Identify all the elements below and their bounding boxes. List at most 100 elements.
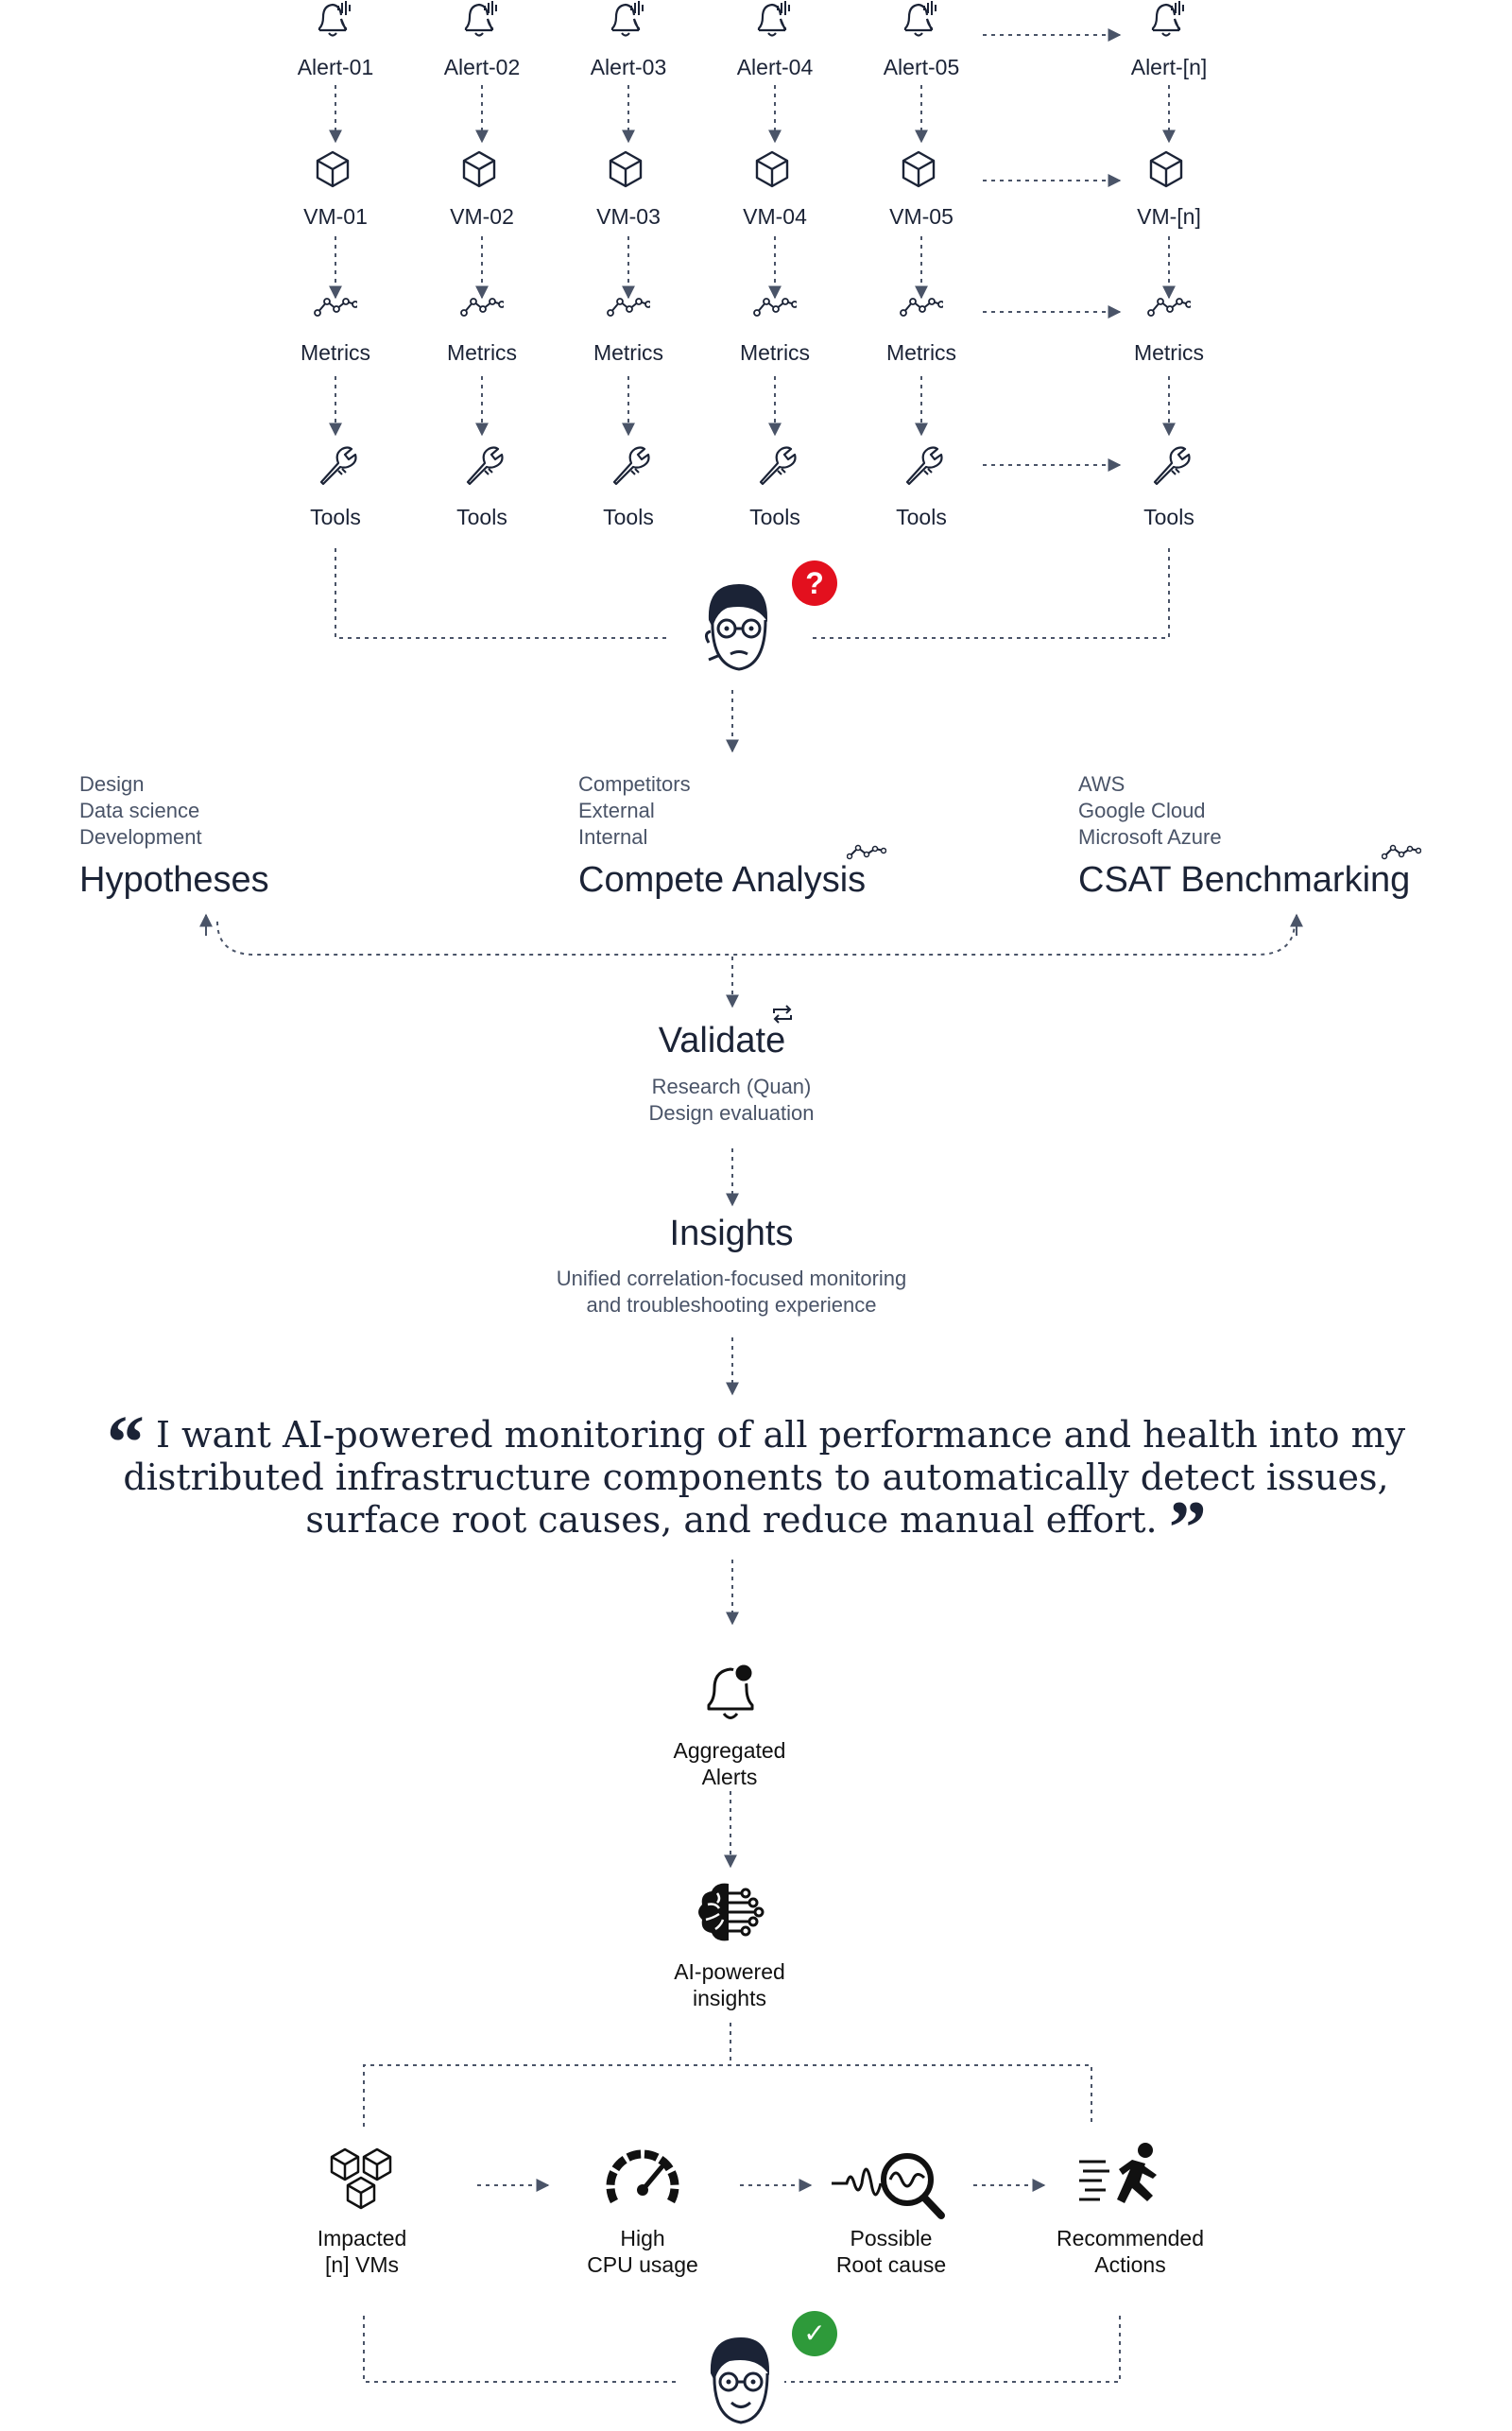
metrics-label: Metrics — [446, 340, 518, 365]
sparkline-icon — [900, 298, 943, 317]
vm-label: VM-04 — [743, 204, 807, 229]
validate-line: Design evaluation — [648, 1101, 815, 1125]
tools-label: Tools — [603, 505, 654, 529]
validate-lines: Research (Quan) Design evaluation — [0, 1074, 1463, 1127]
confused-face-icon — [704, 584, 767, 671]
step-line: Actions — [1094, 2252, 1166, 2277]
vm-label: VM-[n] — [1137, 204, 1201, 229]
persona-confused — [699, 575, 775, 679]
check-badge: ✓ — [792, 2311, 837, 2356]
tools-label: Tools — [896, 505, 947, 529]
wrench-icon — [612, 446, 650, 486]
cube-icon — [1149, 150, 1183, 188]
vm-label: VM-05 — [889, 204, 954, 229]
csat-item: Microsoft Azure — [1078, 825, 1222, 849]
question-badge: ? — [792, 560, 837, 606]
hypotheses-items: Design Data science Development — [79, 771, 202, 851]
wrench-icon — [1153, 446, 1191, 486]
running-person-icon — [1079, 2143, 1157, 2203]
step-line: Impacted — [317, 2226, 407, 2250]
wrench-icon — [319, 446, 357, 486]
sparkline-icon — [753, 298, 797, 317]
question-mark: ? — [805, 566, 824, 600]
aggregated-alerts-label: Aggregated Alerts — [0, 1737, 1459, 1790]
step-impacted-label: Impacted [n] VMs — [267, 2225, 456, 2278]
user-quote: “ I want AI-powered monitoring of all pe… — [104, 1405, 1408, 1566]
bell-icon — [757, 1, 790, 37]
open-quote-mark: “ — [106, 1402, 145, 1485]
step-line: Possible — [850, 2226, 933, 2250]
alert-label: Alert-[n] — [1130, 55, 1208, 79]
bell-icon — [1151, 1, 1184, 37]
step-line: High — [620, 2226, 665, 2250]
step-line: Recommended — [1057, 2226, 1204, 2250]
close-quote-mark: ” — [1168, 1487, 1207, 1570]
bell-icon — [903, 1, 936, 37]
vm-label: VM-02 — [450, 204, 514, 229]
quote-text: I want AI-powered monitoring of all perf… — [123, 1414, 1406, 1541]
cube-icon — [316, 150, 350, 188]
metrics-label: Metrics — [593, 340, 664, 365]
compete-item: Competitors — [578, 772, 691, 796]
ai-line: insights — [693, 1986, 766, 2010]
ai-line: AI-powered — [674, 1959, 785, 1984]
aggregated-line: Alerts — [701, 1765, 758, 1789]
happy-face-icon — [710, 2337, 769, 2424]
cube-icon — [462, 150, 496, 188]
alert-label: Alert-03 — [590, 55, 667, 79]
cube-icon — [755, 150, 789, 188]
cube-icon — [609, 150, 643, 188]
tools-label: Tools — [456, 505, 507, 529]
hypotheses-title: Hypotheses — [79, 860, 269, 900]
cube-icon — [902, 150, 936, 188]
step-line: Root cause — [835, 2252, 947, 2277]
loop-icon — [773, 1005, 792, 1024]
bell-icon — [318, 1, 351, 37]
compete-items: Competitors External Internal — [578, 771, 691, 851]
sparkline-icon — [607, 298, 650, 317]
sparkline-icon — [1382, 844, 1421, 860]
cubes-icon — [330, 2147, 392, 2210]
insights-lines: Unified correlation-focused monitoring a… — [0, 1266, 1463, 1319]
compete-item: Internal — [578, 825, 648, 849]
csat-item: Google Cloud — [1078, 799, 1206, 822]
alert-label: Alert-01 — [297, 55, 374, 79]
wrench-icon — [466, 446, 504, 486]
wrench-icon — [905, 446, 943, 486]
step-actions-label: Recommended Actions — [1036, 2225, 1225, 2278]
ai-brain-icon — [698, 1883, 765, 1941]
metrics-label: Metrics — [739, 340, 811, 365]
compete-title: Compete Analysis — [578, 860, 867, 900]
insights-line: and troubleshooting experience — [586, 1293, 877, 1317]
bell-icon — [464, 1, 497, 37]
insights-title: Insights — [669, 1214, 794, 1253]
insights-line: Unified correlation-focused monitoring — [556, 1267, 907, 1290]
tools-label: Tools — [310, 505, 361, 529]
step-rootcause-label: Possible Root cause — [797, 2225, 986, 2278]
tools-label: Tools — [749, 505, 800, 529]
hypotheses-item: Data science — [79, 799, 200, 822]
sparkline-icon — [847, 844, 886, 860]
sparkline-icon — [1147, 298, 1191, 317]
validate-line: Research (Quan) — [651, 1075, 812, 1098]
metrics-label: Metrics — [1133, 340, 1205, 365]
validate-title: Validate — [658, 1021, 786, 1060]
wrench-icon — [759, 446, 797, 486]
ai-insights-label: AI-powered insights — [0, 1958, 1459, 2011]
vm-label: VM-01 — [303, 204, 368, 229]
csat-items: AWS Google Cloud Microsoft Azure — [1078, 771, 1222, 851]
persona-happy — [701, 2328, 777, 2431]
alert-label: Alert-02 — [443, 55, 521, 79]
aggregated-line: Aggregated — [673, 1738, 786, 1763]
bell-icon — [610, 1, 644, 37]
alert-label: Alert-04 — [736, 55, 814, 79]
vm-label: VM-03 — [596, 204, 661, 229]
gauge-icon — [606, 2149, 679, 2204]
step-cpu-label: High CPU usage — [548, 2225, 737, 2278]
csat-title: CSAT Benchmarking — [1078, 860, 1411, 900]
step-line: CPU usage — [587, 2252, 698, 2277]
alert-label: Alert-05 — [883, 55, 960, 79]
hypotheses-item: Development — [79, 825, 202, 849]
